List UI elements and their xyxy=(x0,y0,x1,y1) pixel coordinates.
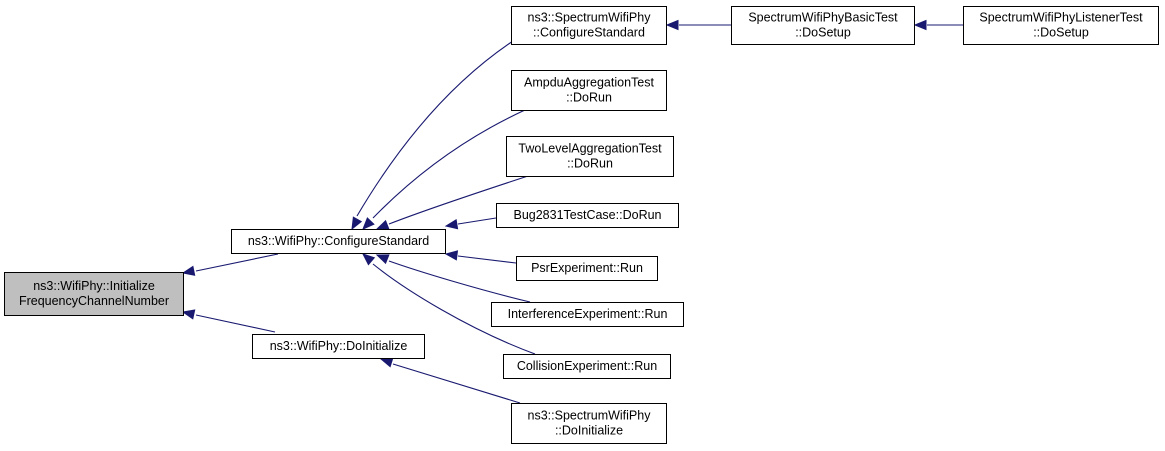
node-box xyxy=(496,203,679,228)
node-ampdu-aggregation[interactable]: AmpduAggregationTest::DoRun xyxy=(511,70,667,111)
node-label-line: SpectrumWifiPhyListenerTest xyxy=(979,11,1143,25)
node-label-line: InterferenceExperiment::Run xyxy=(508,307,668,321)
edge-arrowhead xyxy=(362,217,375,230)
node-interference-experiment[interactable]: InterferenceExperiment::Run xyxy=(491,302,684,327)
edge-psr-experiment-to-configure-standard xyxy=(444,250,517,264)
node-configure-standard[interactable]: ns3::WifiPhy::ConfigureStandard xyxy=(231,229,446,254)
edge-line xyxy=(388,260,531,303)
node-label-line: ns3::WifiPhy::Initialize xyxy=(33,279,155,293)
edge-line xyxy=(388,175,529,225)
edge-line xyxy=(457,255,517,264)
edge-line xyxy=(195,253,279,272)
node-box xyxy=(231,229,446,254)
node-label-line: AmpduAggregationTest xyxy=(524,76,654,90)
node-box xyxy=(4,272,184,316)
nodes-layer: ns3::WifiPhy::InitializeFrequencyChannel… xyxy=(4,6,1159,444)
edge-arrowhead xyxy=(913,19,927,31)
edge-arrowhead xyxy=(181,265,196,276)
node-box xyxy=(511,403,667,444)
node-initialize-frequency: ns3::WifiPhy::InitializeFrequencyChannel… xyxy=(4,272,184,316)
node-label-line: ::DoRun xyxy=(567,157,613,171)
edge-arrowhead xyxy=(379,357,394,368)
node-label-line: ns3::SpectrumWifiPhy xyxy=(528,11,652,25)
node-label-line: ns3::WifiPhy::DoInitialize xyxy=(270,339,408,353)
node-box xyxy=(503,354,671,379)
edge-arrowhead xyxy=(665,19,679,31)
edges-layer xyxy=(181,19,963,404)
edge-interference-experiment-to-configure-standard xyxy=(375,254,531,303)
node-label-line: TwoLevelAggregationTest xyxy=(518,142,662,156)
edge-do-initialize-to-initialize-frequency xyxy=(181,309,276,333)
node-box xyxy=(491,302,684,327)
node-label-line: ::DoSetup xyxy=(1033,26,1089,40)
node-box xyxy=(511,70,667,111)
node-spectrum-do-initialize[interactable]: ns3::SpectrumWifiPhy::DoInitialize xyxy=(511,403,667,444)
edge-basic-test-to-spectrum-configure-standard xyxy=(665,19,731,31)
edge-arrowhead xyxy=(181,309,196,320)
node-spectrum-configure-standard[interactable]: ns3::SpectrumWifiPhy::ConfigureStandard xyxy=(511,6,667,45)
node-psr-experiment[interactable]: PsrExperiment::Run xyxy=(516,256,658,281)
node-basic-test[interactable]: SpectrumWifiPhyBasicTest::DoSetup xyxy=(731,6,915,45)
edge-line xyxy=(356,40,514,217)
edge-arrowhead xyxy=(444,250,459,261)
edge-collision-experiment-to-configure-standard xyxy=(361,253,536,355)
node-label-line: ::DoRun xyxy=(566,91,612,105)
edge-arrowhead xyxy=(444,219,459,230)
node-do-initialize[interactable]: ns3::WifiPhy::DoInitialize xyxy=(252,334,425,359)
node-label-line: ns3::WifiPhy::ConfigureStandard xyxy=(248,234,429,248)
node-listener-test[interactable]: SpectrumWifiPhyListenerTest::DoSetup xyxy=(963,6,1159,45)
edge-arrowhead xyxy=(351,216,363,231)
node-label-line: ::DoInitialize xyxy=(555,424,623,438)
node-label-line: ns3::SpectrumWifiPhy xyxy=(528,409,652,423)
edge-arrowhead xyxy=(375,254,390,265)
node-box xyxy=(511,6,667,45)
edge-bug2831-to-configure-standard xyxy=(444,217,497,230)
edge-line xyxy=(195,314,276,333)
edge-configure-standard-to-initialize-frequency xyxy=(181,253,279,276)
node-box xyxy=(506,136,674,177)
edge-listener-test-to-basic-test xyxy=(913,19,963,31)
node-label-line: PsrExperiment::Run xyxy=(531,261,643,275)
node-box xyxy=(963,6,1159,45)
node-box xyxy=(731,6,915,45)
node-box xyxy=(516,256,658,281)
edge-arrowhead xyxy=(375,219,390,230)
node-bug2831[interactable]: Bug2831TestCase::DoRun xyxy=(496,203,679,228)
edge-ampdu-aggregation-to-configure-standard xyxy=(362,109,526,230)
edge-line xyxy=(372,109,526,219)
node-two-level-aggregation[interactable]: TwoLevelAggregationTest::DoRun xyxy=(506,136,674,177)
edge-line xyxy=(457,217,497,225)
node-label-line: ::DoSetup xyxy=(795,26,851,40)
edge-line xyxy=(392,363,521,404)
node-label-line: CollisionExperiment::Run xyxy=(517,359,657,373)
node-label-line: ::ConfigureStandard xyxy=(533,26,645,40)
edge-spectrum-configure-standard-to-configure-standard xyxy=(351,40,514,231)
edge-arrowhead xyxy=(361,253,376,266)
node-label-line: FrequencyChannelNumber xyxy=(19,294,169,308)
node-label-line: SpectrumWifiPhyBasicTest xyxy=(748,11,898,25)
node-box xyxy=(252,334,425,359)
edge-line xyxy=(372,263,536,355)
node-collision-experiment[interactable]: CollisionExperiment::Run xyxy=(503,354,671,379)
edge-spectrum-do-initialize-to-do-initialize xyxy=(379,357,521,404)
node-label-line: Bug2831TestCase::DoRun xyxy=(513,208,661,222)
